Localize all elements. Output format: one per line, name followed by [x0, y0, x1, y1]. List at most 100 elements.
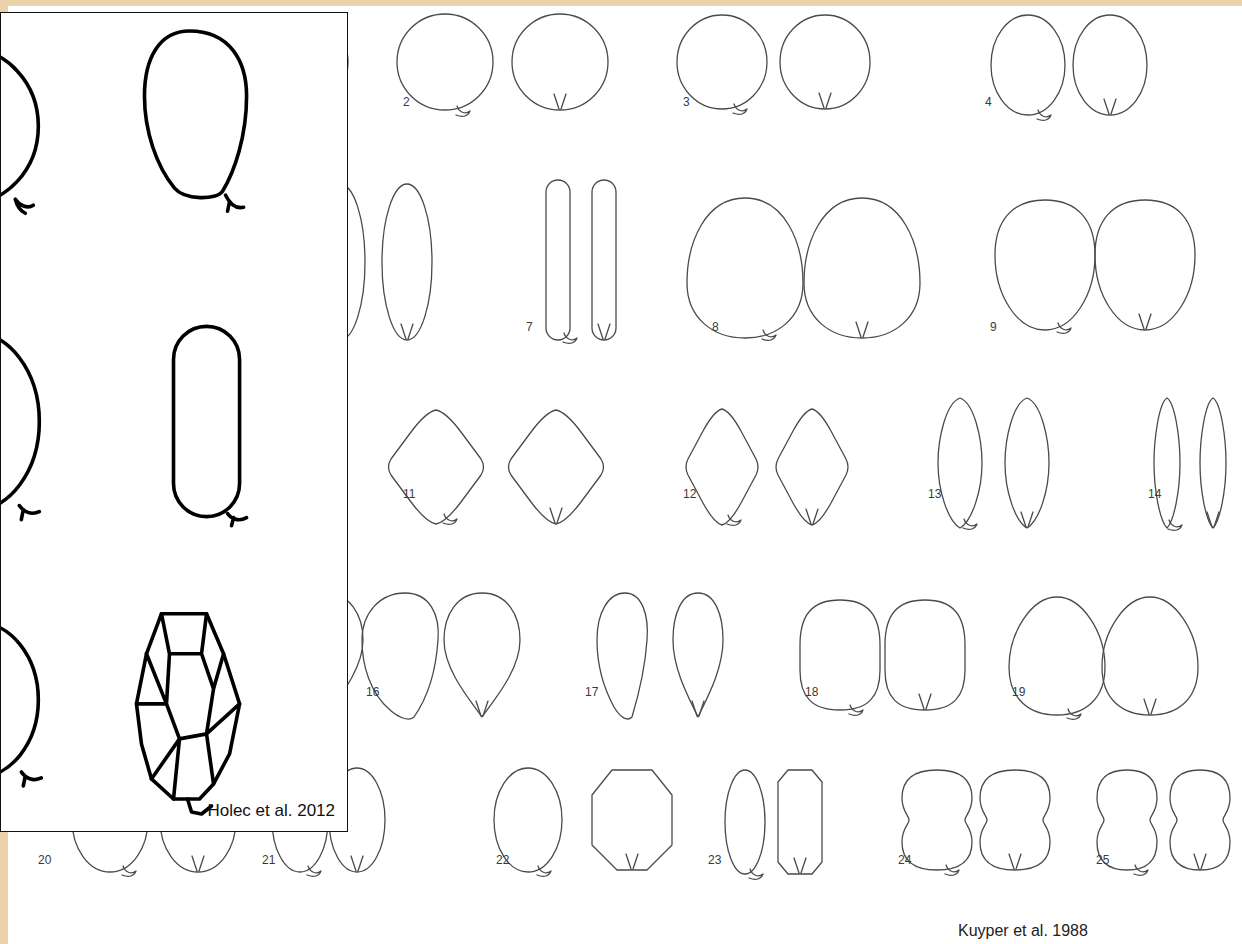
- apiculus: [563, 333, 577, 343]
- source-credit: Holec et al. 2012: [207, 801, 335, 821]
- spore-side: [597, 593, 647, 719]
- hilum-mark: [856, 322, 868, 337]
- spore-face: [1200, 398, 1226, 528]
- label-holder: 20: [38, 850, 51, 868]
- label-holder: 23: [708, 850, 721, 868]
- figure-number: 23: [708, 853, 721, 867]
- label-holder: 4: [985, 92, 992, 110]
- spore-face: [444, 593, 520, 717]
- inset-panel: Holec et al. 2012: [0, 12, 348, 832]
- spore-side: [677, 15, 767, 109]
- spore-face: [382, 184, 432, 340]
- spore-outline: [1, 48, 38, 204]
- spore-side: [546, 180, 570, 340]
- spore-side: [725, 770, 765, 874]
- apiculus: [963, 519, 977, 529]
- spore-side: [1097, 770, 1157, 870]
- figure-number: 24: [898, 853, 911, 867]
- apiculus: [307, 866, 321, 876]
- apiculus: [19, 506, 39, 520]
- apiculus: [849, 705, 863, 715]
- spore-side: [686, 409, 758, 525]
- figure-number: 18: [805, 685, 818, 699]
- apiculus: [749, 869, 763, 879]
- label-holder: 12: [683, 484, 696, 502]
- hilum-mark: [1207, 512, 1219, 527]
- apiculus: [1037, 110, 1051, 120]
- spore-side: [938, 398, 982, 528]
- spore-face: [885, 600, 965, 710]
- apiculus: [122, 866, 136, 876]
- spore-side: [991, 15, 1065, 115]
- figure-number: 20: [38, 853, 51, 867]
- label-holder: 21: [262, 850, 275, 868]
- spore-face: [1170, 770, 1230, 870]
- spore-face: [1095, 200, 1195, 330]
- figure-number: 16: [366, 685, 379, 699]
- spore-side: [995, 200, 1095, 330]
- spore-side: [902, 770, 972, 870]
- inset-illustration: [1, 13, 347, 831]
- label-holder: 3: [683, 92, 690, 110]
- figure-number: 3: [683, 95, 690, 109]
- spore-side: [397, 14, 493, 110]
- hilum-mark: [1021, 512, 1033, 527]
- hilum-mark: [1144, 699, 1156, 714]
- apiculus: [1057, 323, 1071, 333]
- spore-side: [1009, 597, 1105, 715]
- hilum-mark: [626, 854, 638, 869]
- hilum-mark: [192, 856, 204, 871]
- hilum-mark: [401, 324, 413, 339]
- spore-face: [980, 770, 1050, 870]
- apiculus: [15, 199, 33, 213]
- spore-face: [1102, 597, 1198, 715]
- label-holder: 7: [526, 317, 533, 335]
- spore-outline: [1, 331, 39, 511]
- apiculus: [226, 195, 244, 211]
- apiculus: [727, 515, 741, 525]
- apiculus: [945, 865, 959, 875]
- hilum-mark: [806, 509, 818, 524]
- spore-face: [592, 770, 672, 870]
- label-holder: 22: [496, 850, 509, 868]
- figure-number: 17: [585, 685, 598, 699]
- spore-face: [780, 15, 870, 109]
- label-holder: 17: [585, 682, 598, 700]
- label-holder: 25: [1096, 850, 1109, 868]
- apiculus: [21, 772, 41, 786]
- hilum-mark: [1139, 314, 1151, 329]
- figure-number: 21: [262, 853, 275, 867]
- hilum-mark: [598, 324, 610, 339]
- hilum-mark: [1009, 854, 1021, 869]
- spore-face: [778, 770, 822, 874]
- label-holder: 11: [403, 484, 415, 502]
- apiculus: [1067, 709, 1081, 719]
- apiculus: [1168, 520, 1182, 530]
- hilum-mark: [1104, 99, 1116, 114]
- hilum-mark: [819, 93, 831, 108]
- figure-number: 9: [990, 320, 997, 334]
- label-holder: 19: [1012, 682, 1025, 700]
- label-holder: 24: [898, 850, 911, 868]
- figure-number: 12: [683, 487, 696, 501]
- hilum-mark: [1194, 854, 1206, 869]
- figure-number: 13: [928, 487, 941, 501]
- spore-outline: [173, 326, 239, 516]
- spore-side: [687, 198, 803, 338]
- apiculus: [443, 514, 457, 524]
- spore-face: [509, 410, 604, 524]
- apiculus: [456, 106, 470, 116]
- label-holder: 8: [712, 317, 719, 335]
- spore-face: [673, 593, 723, 717]
- spore-side: [800, 600, 880, 710]
- label-holder: 14: [1148, 484, 1161, 502]
- spore-side: [494, 768, 562, 872]
- spore-face: [592, 180, 616, 340]
- spore-face: [512, 14, 608, 110]
- label-holder: 2: [403, 92, 410, 110]
- figure-number: 4: [985, 95, 992, 109]
- figure-number: 19: [1012, 685, 1025, 699]
- hilum-mark: [919, 694, 931, 709]
- source-credit: Kuyper et al. 1988: [958, 922, 1088, 940]
- figure-number: 8: [712, 320, 719, 334]
